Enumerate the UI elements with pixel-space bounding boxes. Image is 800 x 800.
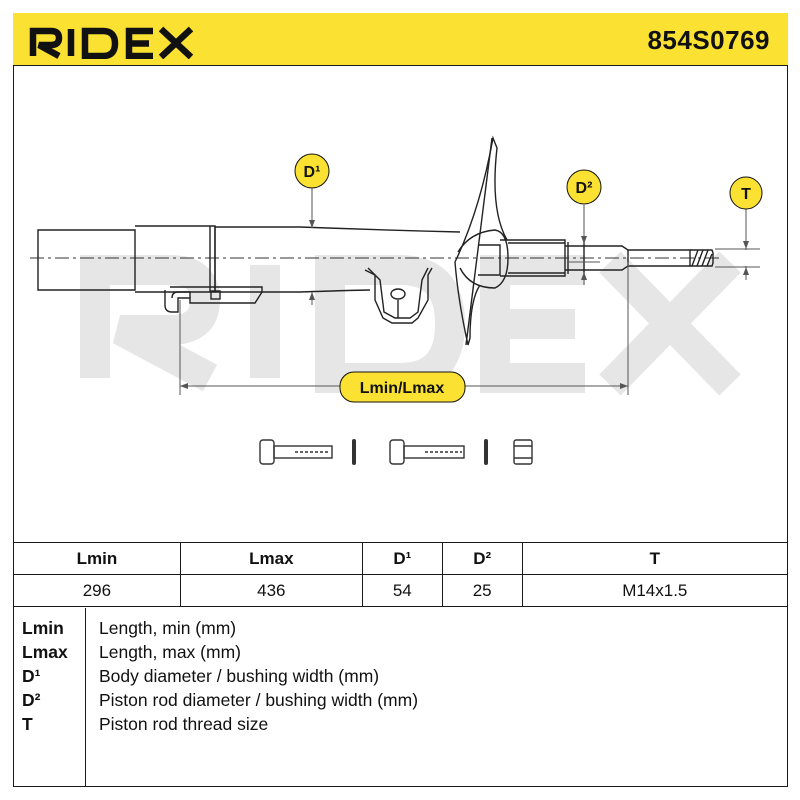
legend-key: D¹ [22,666,41,686]
value-cell-lmin: 296 [13,574,181,607]
ridex-logo [29,26,194,59]
legend-desc: Length, max (mm) [99,642,241,662]
value-cell-d1: 54 [361,574,443,607]
spec-table: Lmin Lmax D¹ D² T 296 436 54 25 M14x1.5 [13,542,789,607]
legend: Lmin Length, min (mm) Lmax Length, max (… [13,608,788,787]
legend-item: Lmin Length, min (mm) [13,618,788,642]
legend-key: Lmin [22,618,64,638]
legend-desc: Piston rod diameter / bushing width (mm) [99,690,419,710]
legend-item: Lmax Length, max (mm) [13,642,788,666]
legend-desc: Body diameter / bushing width (mm) [99,666,380,686]
header-cell-lmax: Lmax [179,542,363,575]
value-cell-t: M14x1.5 [521,574,789,607]
legend-desc: Piston rod thread size [99,714,269,734]
legend-key: T [22,714,33,734]
legend-key: D² [22,690,41,710]
header-cell-lmin: Lmin [13,542,181,575]
legend-divider [85,608,86,787]
part-number: 854S0769 [647,25,770,55]
value-cell-lmax: 436 [179,574,363,607]
legend-key: Lmax [22,642,68,662]
spec-table-header-row: Lmin Lmax D¹ D² T [13,542,789,575]
value-cell-d2: 25 [441,574,523,607]
legend-item: D¹ Body diameter / bushing width (mm) [13,666,788,690]
header-cell-d1: D¹ [361,542,443,575]
header-bar: 854S0769 [13,13,788,66]
header-cell-d2: D² [441,542,523,575]
legend-item: D² Piston rod diameter / bushing width (… [13,690,788,714]
legend-desc: Length, min (mm) [99,618,237,638]
header-cell-t: T [521,542,789,575]
legend-item: T Piston rod thread size [13,714,788,738]
spec-table-value-row: 296 436 54 25 M14x1.5 [13,574,789,607]
